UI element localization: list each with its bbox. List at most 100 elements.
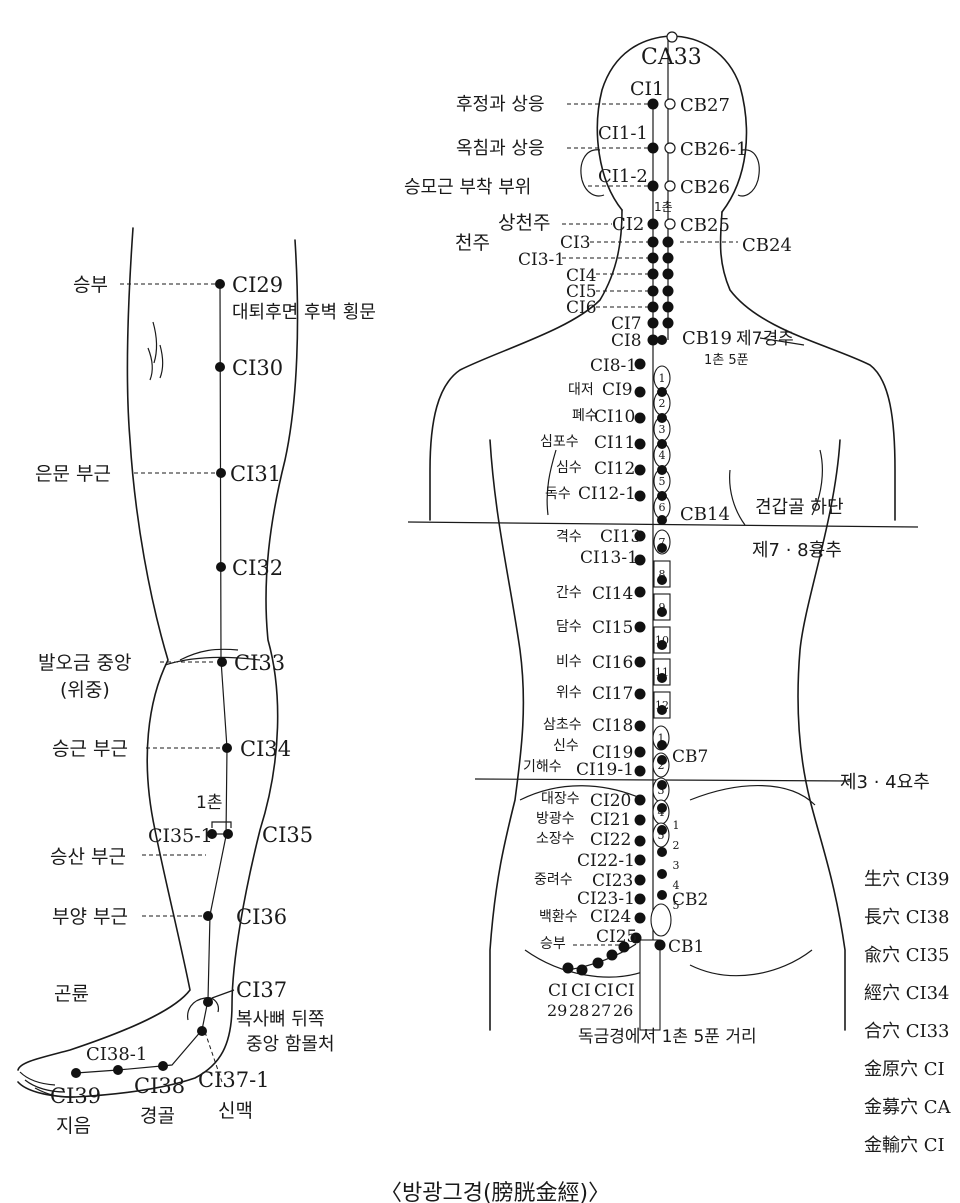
spine-dot-ci[interactable]: [647, 268, 659, 280]
coccyx: [650, 903, 672, 937]
spine-dot-ci[interactable]: [634, 794, 646, 806]
spine-dot-ci[interactable]: [634, 688, 646, 700]
label-buyang: 부양 부근: [52, 906, 128, 928]
point-ci31[interactable]: [216, 468, 226, 478]
point-ci37[interactable]: [203, 997, 213, 1007]
spine-dot-ci[interactable]: [634, 656, 646, 668]
spine-dot-cervical[interactable]: [662, 252, 674, 264]
point-ci34[interactable]: [222, 743, 232, 753]
spine-dot-ci[interactable]: [647, 142, 659, 154]
spine-dot-ci[interactable]: [634, 814, 646, 826]
spine-dot-cb[interactable]: [657, 543, 667, 553]
point-ci38[interactable]: [158, 1061, 168, 1071]
spine-dot-ci[interactable]: [647, 180, 659, 192]
spine-dot-cb[interactable]: [657, 515, 667, 525]
spine-dot-ci[interactable]: [634, 720, 646, 732]
spine-dot-cb[interactable]: [657, 705, 667, 715]
spine-dot-ci[interactable]: [634, 835, 646, 847]
spine-dot-ci[interactable]: [634, 586, 646, 598]
point-ci30[interactable]: [215, 362, 225, 372]
spine-dot-ci[interactable]: [634, 765, 646, 777]
spine-dot-ci[interactable]: [634, 438, 646, 450]
lower-arc-point[interactable]: [562, 962, 574, 974]
spine-dot-cb[interactable]: [657, 803, 667, 813]
point-ci37-1[interactable]: [197, 1026, 207, 1036]
spine-dot-ci[interactable]: [634, 621, 646, 633]
lower-arc-point[interactable]: [606, 949, 618, 961]
spine-dot-cb[interactable]: [657, 465, 667, 475]
spine-dot-cb[interactable]: [657, 740, 667, 750]
legend: 生穴 CI39 長穴 CI38 兪穴 CI35 經穴 CI34 合穴 CI33 …: [864, 869, 951, 1156]
spine-dot-cervical[interactable]: [662, 285, 674, 297]
spine-dot-cb[interactable]: [657, 335, 667, 345]
spine-dot-ci[interactable]: [634, 358, 646, 370]
spine-dot-ci[interactable]: [634, 412, 646, 424]
point-ci35-1[interactable]: [207, 829, 217, 839]
label-ca33: CA33: [641, 45, 702, 70]
spine-dot-ci[interactable]: [634, 386, 646, 398]
point-ci39[interactable]: [71, 1068, 81, 1078]
spine-dot-cb[interactable]: [657, 825, 667, 835]
label-balogeum: 발오금 중앙: [38, 652, 131, 674]
label-seungsan: 승산 부근: [50, 846, 126, 868]
lower-arc-point[interactable]: [576, 964, 588, 976]
spine-dot-cb[interactable]: [657, 575, 667, 585]
spine-dot-ci[interactable]: [647, 98, 659, 110]
point-ci36[interactable]: [203, 911, 213, 921]
spine-dot-cervical[interactable]: [662, 268, 674, 280]
point-ci32[interactable]: [216, 562, 226, 572]
label-ci21: CI21: [590, 810, 631, 830]
spine-dot-cb[interactable]: [657, 387, 667, 397]
spine-dot-cb[interactable]: [657, 847, 667, 857]
point-ci29[interactable]: [215, 279, 225, 289]
spine-dot-ci[interactable]: [634, 530, 646, 542]
spine-dot-ci[interactable]: [634, 893, 646, 905]
spine-dot-ci[interactable]: [634, 464, 646, 476]
lower-arc-point[interactable]: [592, 957, 604, 969]
spine-dot-cb[interactable]: [657, 890, 667, 900]
head-open-point[interactable]: [664, 218, 676, 230]
spine-dot-ci[interactable]: [634, 554, 646, 566]
point-ci33[interactable]: [217, 657, 227, 667]
spine-dot-cervical[interactable]: [662, 301, 674, 313]
spine-dot-cervical[interactable]: [662, 317, 674, 329]
spine-dot-ci[interactable]: [634, 854, 646, 866]
point-ca33[interactable]: [666, 31, 678, 43]
label-cb1: CB1: [668, 937, 704, 957]
spine-dot-ci[interactable]: [647, 252, 659, 264]
spine-dot-cb[interactable]: [657, 673, 667, 683]
point-cb1[interactable]: [654, 939, 666, 951]
spine-dot-ci[interactable]: [634, 874, 646, 886]
head-open-point[interactable]: [664, 180, 676, 192]
point-ci35[interactable]: [223, 829, 233, 839]
label-ci8: CI8: [611, 331, 642, 351]
label-wisu: 위수: [556, 685, 582, 701]
spine-dot-ci[interactable]: [647, 218, 659, 230]
spine-dot-ci[interactable]: [647, 236, 659, 248]
spine-dot-ci[interactable]: [634, 912, 646, 924]
spine-dot-cb[interactable]: [657, 607, 667, 617]
spine-dot-ci[interactable]: [647, 317, 659, 329]
label-pyesu: 폐수: [572, 408, 598, 424]
head-open-point[interactable]: [664, 98, 676, 110]
spine-dot-ci[interactable]: [634, 490, 646, 502]
spine-dot-cervical[interactable]: [662, 236, 674, 248]
label-ci14: CI14: [592, 584, 633, 604]
head-open-point[interactable]: [664, 142, 676, 154]
spine-dot-cb[interactable]: [657, 755, 667, 765]
spine-dot-ci[interactable]: [634, 746, 646, 758]
vertebra-number: 3: [659, 423, 666, 436]
spine-dot-ci[interactable]: [647, 334, 659, 346]
vertebra-number: 8: [659, 568, 666, 581]
lower-arc-point[interactable]: [618, 941, 630, 953]
spine-dot-cb[interactable]: [657, 413, 667, 423]
spine-dot-cb[interactable]: [657, 780, 667, 790]
spine-dot-cb[interactable]: [657, 491, 667, 501]
spine-dot-ci[interactable]: [647, 285, 659, 297]
spine-dot-cb[interactable]: [657, 640, 667, 650]
point-ci38-1[interactable]: [113, 1065, 123, 1075]
spine-dot-cb[interactable]: [657, 439, 667, 449]
spine-dot-ci[interactable]: [647, 301, 659, 313]
lower-arc-point[interactable]: [630, 932, 642, 944]
spine-dot-cb[interactable]: [657, 869, 667, 879]
